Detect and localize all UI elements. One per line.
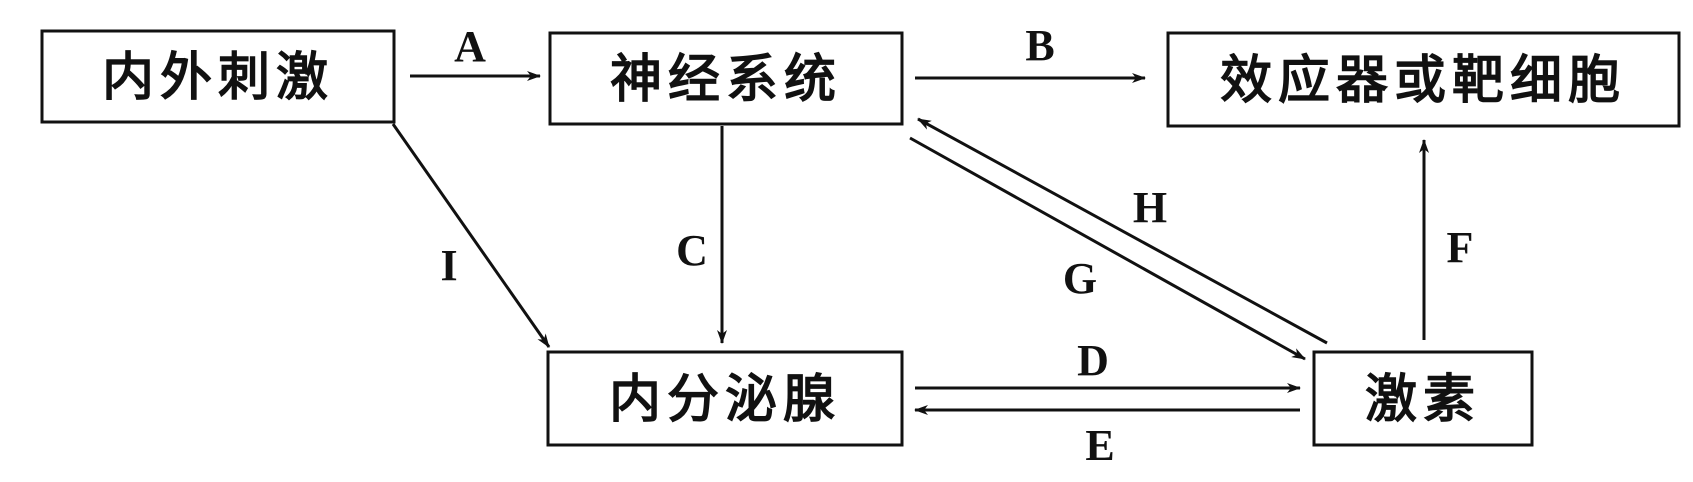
node-stimulus-label: 内外刺激 — [102, 47, 334, 108]
edge-f-label: F — [1447, 223, 1474, 272]
edge-g-label: G — [1063, 254, 1097, 303]
edge-g-arrow — [909, 136, 1306, 361]
node-hormone-label: 激素 — [1365, 369, 1481, 430]
node-endocrine-gland-label: 内分泌腺 — [609, 369, 841, 430]
node-effector-label: 效应器或靶细胞 — [1220, 50, 1626, 111]
edge-h-label: H — [1133, 183, 1167, 232]
edge-i-label: I — [440, 241, 457, 290]
edge-e-label: E — [1085, 421, 1114, 470]
edge-a-label: A — [454, 22, 486, 71]
edge-c-label: C — [676, 226, 708, 275]
edge-h-arrow — [917, 117, 1328, 345]
node-stimulus: 内外刺激 — [40, 29, 396, 124]
node-endocrine-gland: 内分泌腺 — [546, 350, 904, 447]
node-nervous-system: 神经系统 — [548, 31, 904, 126]
edge-d-label: D — [1077, 336, 1109, 385]
node-effector: 效应器或靶细胞 — [1166, 31, 1681, 128]
node-nervous-system-label: 神经系统 — [610, 49, 842, 110]
node-hormone: 激素 — [1312, 350, 1534, 447]
edge-i-arrow — [391, 123, 551, 348]
edge-b-label: B — [1025, 21, 1054, 70]
